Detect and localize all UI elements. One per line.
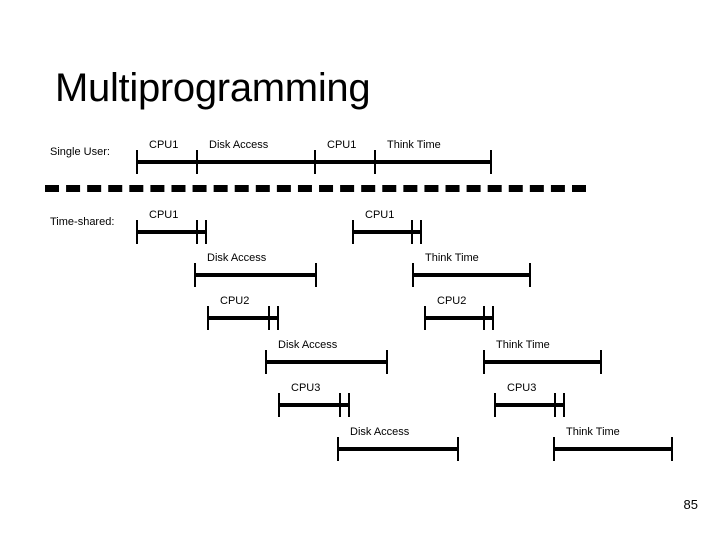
segment-tick-start [278,393,280,417]
segment-tick-start [207,306,209,330]
row-label-single-user: Single User: [50,146,110,158]
segment-tick-split [554,393,556,417]
segment-label: CPU1 [327,139,357,151]
segment-tick-split [196,220,198,244]
segment-bar [352,230,422,234]
segment-bar [194,273,317,277]
segment-tick-start [424,306,426,330]
segment-tick-end [490,150,492,174]
segment-tick-end [600,350,602,374]
segment-tick-end [315,263,317,287]
segment-tick-end [563,393,565,417]
segment-label: CPU1 [365,209,395,221]
segment-bar [337,447,459,451]
segment-tick-split [483,306,485,330]
segment-label: Think Time [566,426,620,438]
segment-bar [553,447,673,451]
segment-tick-start [314,150,316,174]
segment-tick-split [268,306,270,330]
segment-tick-start [136,220,138,244]
segment-tick-end [671,437,673,461]
segment-tick-end [420,220,422,244]
segment-bar [314,160,374,164]
segment-label: CPU3 [291,382,321,394]
segment-tick-split [411,220,413,244]
segment-bar [265,360,388,364]
segment-tick-end [492,306,494,330]
segment-bar [374,160,492,164]
segment-tick-start [412,263,414,287]
segment-tick-start [136,150,138,174]
segment-tick-start [196,150,198,174]
section-divider [45,185,586,192]
segment-tick-start [265,350,267,374]
segment-bar [483,360,602,364]
segment-tick-end [529,263,531,287]
segment-bar [494,403,565,407]
segment-label: Think Time [425,252,479,264]
segment-bar [424,316,494,320]
segment-tick-start [494,393,496,417]
segment-tick-start [337,437,339,461]
segment-tick-end [457,437,459,461]
segment-tick-end [277,306,279,330]
segment-tick-start [194,263,196,287]
segment-label: CPU1 [149,209,179,221]
page-title: Multiprogramming [55,66,371,110]
segment-tick-start [553,437,555,461]
segment-bar [207,316,279,320]
segment-label: CPU2 [220,295,250,307]
page-number: 85 [683,497,698,512]
segment-bar [412,273,531,277]
segment-tick-start [483,350,485,374]
segment-label: Think Time [387,139,441,151]
segment-bar [136,230,207,234]
segment-label: Disk Access [350,426,410,438]
segment-label: Disk Access [209,139,269,151]
segment-bar [278,403,350,407]
segment-label: Disk Access [278,339,338,351]
segment-tick-start [352,220,354,244]
segment-tick-end [348,393,350,417]
segment-tick-end [205,220,207,244]
segment-tick-split [339,393,341,417]
segment-label: Disk Access [207,252,267,264]
segment-label: CPU3 [507,382,537,394]
segment-bar [136,160,196,164]
segment-tick-end [386,350,388,374]
row-label-time-shared: Time-shared: [50,216,115,228]
segment-bar [196,160,314,164]
segment-label: CPU2 [437,295,467,307]
segment-tick-start [374,150,376,174]
segment-label: CPU1 [149,139,179,151]
segment-label: Think Time [496,339,550,351]
